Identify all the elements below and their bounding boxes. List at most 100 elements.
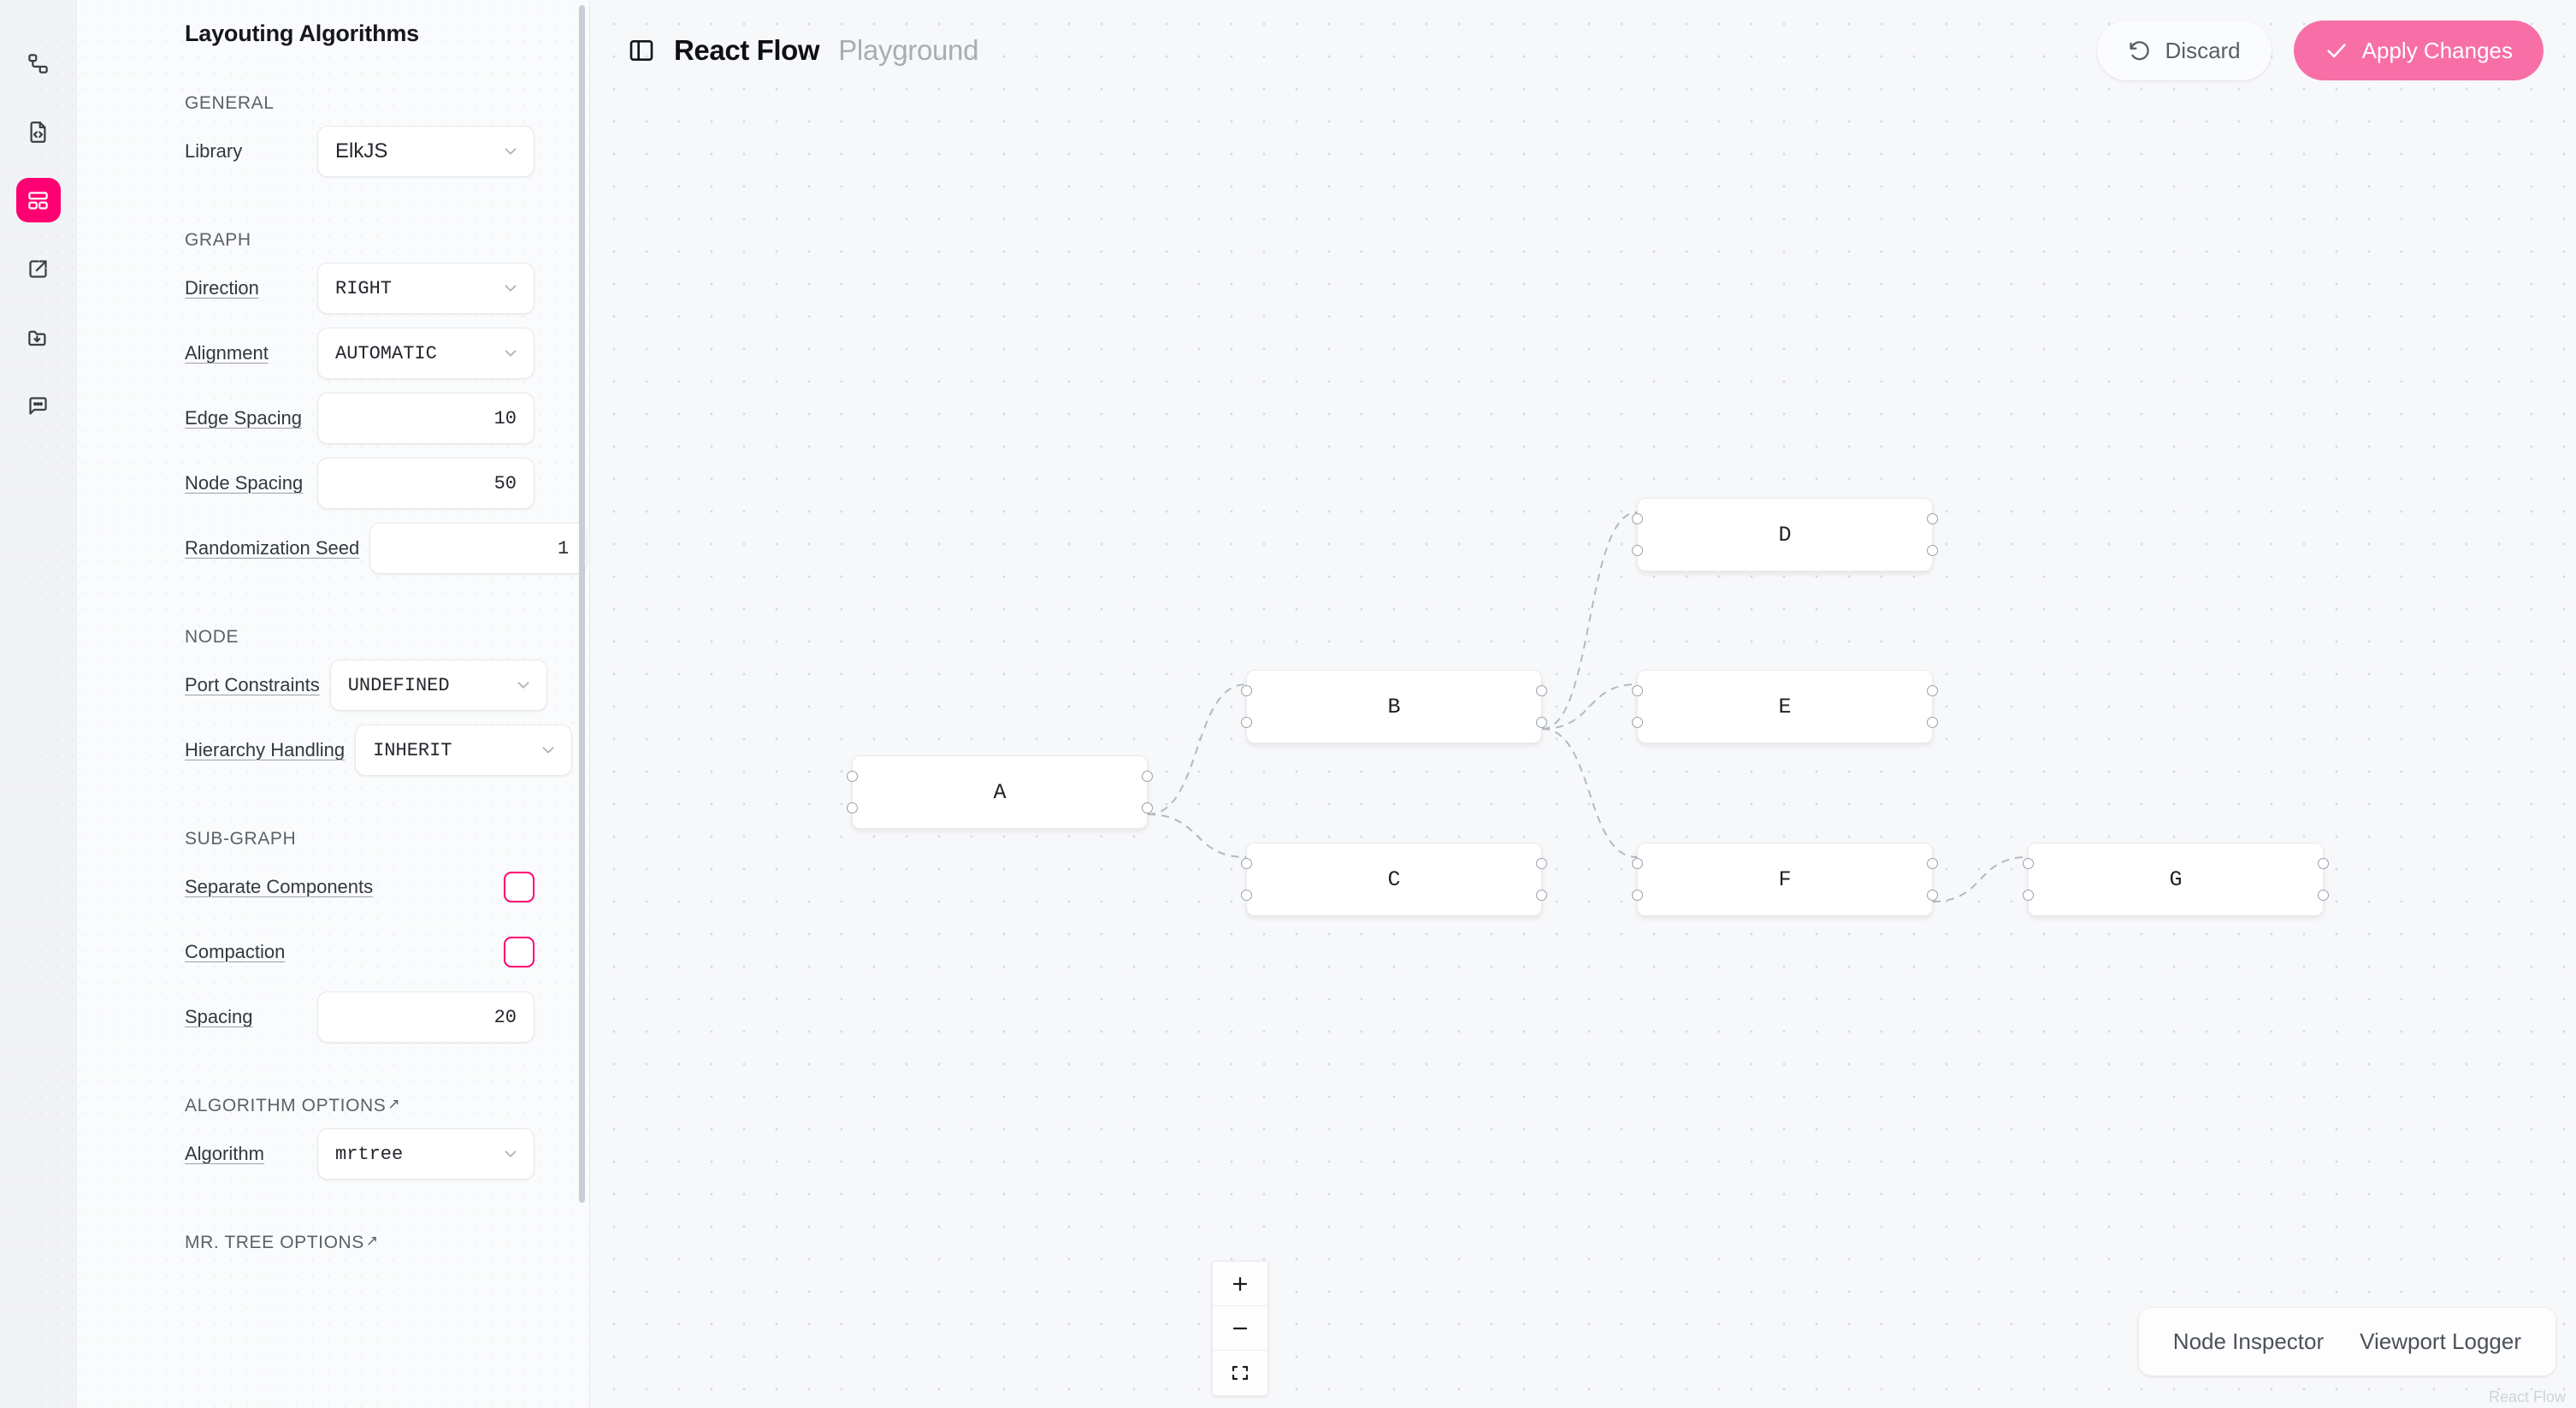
- node-inspector-toggle[interactable]: Node Inspector: [2172, 1328, 2325, 1354]
- select-hierarchy-handling[interactable]: INHERIT: [355, 725, 573, 776]
- graph-edge-b-f[interactable]: [1541, 728, 1638, 858]
- node-handle[interactable]: [1927, 513, 1938, 524]
- field-row-separate-components: Separate Components: [185, 855, 535, 920]
- field-label-separate-components: Separate Components: [185, 876, 374, 897]
- node-handle[interactable]: [1632, 890, 1643, 901]
- rail-item-workflow[interactable]: [16, 41, 61, 86]
- graph-node-label: F: [1778, 867, 1792, 892]
- node-handle[interactable]: [2318, 890, 2329, 901]
- graph-node-f[interactable]: F: [1632, 843, 1938, 916]
- node-handle[interactable]: [1241, 717, 1252, 728]
- node-handle[interactable]: [847, 802, 858, 813]
- undo-icon: [2128, 38, 2152, 62]
- rail-item-download[interactable]: [16, 315, 61, 359]
- node-handle[interactable]: [1241, 858, 1252, 869]
- graph-node-a[interactable]: A: [847, 755, 1153, 829]
- layout-panels-icon: [27, 189, 50, 212]
- node-handle[interactable]: [1632, 545, 1643, 556]
- field-label-alignment: Alignment: [185, 342, 269, 364]
- workflow-icon: [27, 52, 50, 75]
- node-handle[interactable]: [1536, 890, 1547, 901]
- graph-node-e[interactable]: E: [1632, 670, 1938, 743]
- panel-toggle-icon[interactable]: [628, 37, 655, 64]
- input-node-spacing[interactable]: 50: [317, 458, 535, 509]
- node-handle[interactable]: [1632, 858, 1643, 869]
- viewport-logger-toggle[interactable]: Viewport Logger: [2360, 1328, 2521, 1354]
- attribution[interactable]: React Flow: [2488, 1388, 2566, 1405]
- select-direction[interactable]: RIGHT: [317, 263, 535, 314]
- graph-edge-a-c[interactable]: [1147, 813, 1247, 858]
- external-link-arrow-icon: ↗: [365, 1233, 379, 1249]
- rail-item-layout[interactable]: [15, 178, 61, 222]
- node-handle[interactable]: [2318, 858, 2329, 869]
- icon-rail: [0, 0, 77, 1408]
- checkbox-separate-components[interactable]: [504, 872, 535, 902]
- field-label-algorithm: Algorithm: [185, 1143, 264, 1164]
- chevron-down-icon: [501, 1145, 520, 1163]
- node-handle[interactable]: [1632, 513, 1643, 524]
- graph-node-g[interactable]: G: [2023, 843, 2329, 916]
- graph-edge-b-d[interactable]: [1541, 512, 1638, 730]
- select-value-direction: RIGHT: [335, 277, 393, 299]
- external-link-arrow-icon: ↗: [387, 1096, 401, 1112]
- discard-button[interactable]: Discard: [2096, 21, 2272, 80]
- node-handle[interactable]: [1927, 717, 1938, 728]
- node-handle[interactable]: [1142, 802, 1153, 813]
- input-edge-spacing[interactable]: 10: [317, 393, 535, 444]
- node-handle[interactable]: [2023, 890, 2034, 901]
- node-handle[interactable]: [1632, 685, 1643, 696]
- node-handle[interactable]: [1632, 717, 1643, 728]
- node-handle[interactable]: [1536, 858, 1547, 869]
- section-heading-mr-tree-options[interactable]: MR. TREE OPTIONS↗: [185, 1233, 535, 1253]
- select-alignment[interactable]: AUTOMATIC: [317, 328, 535, 379]
- file-code-icon: [27, 121, 50, 144]
- node-handle[interactable]: [1142, 771, 1153, 782]
- checkbox-compaction[interactable]: [504, 937, 535, 967]
- chevron-down-icon: [514, 676, 533, 695]
- node-handle[interactable]: [1927, 890, 1938, 901]
- rail-item-code[interactable]: [16, 109, 61, 154]
- node-handle[interactable]: [1927, 685, 1938, 696]
- zoom-in-button[interactable]: [1213, 1262, 1267, 1306]
- node-handle[interactable]: [1927, 858, 1938, 869]
- field-row-spacing: Spacing 20: [185, 985, 535, 1050]
- dev-tools-panel: Node Inspector Viewport Logger: [2138, 1308, 2555, 1375]
- field-label-spacing: Spacing: [185, 1006, 253, 1027]
- external-link-icon: [27, 257, 50, 281]
- node-handle[interactable]: [1927, 545, 1938, 556]
- node-handle[interactable]: [1536, 685, 1547, 696]
- field-label-direction: Direction: [185, 277, 259, 299]
- graph-node-d[interactable]: D: [1632, 498, 1938, 571]
- node-handle[interactable]: [2023, 858, 2034, 869]
- select-library[interactable]: ElkJS: [317, 126, 535, 177]
- chevron-down-icon: [539, 741, 558, 760]
- graph-edge-b-e[interactable]: [1541, 683, 1638, 730]
- node-handle[interactable]: [1241, 890, 1252, 901]
- graph-viewport[interactable]: A B C D E F G: [590, 0, 2576, 1408]
- rail-item-comments[interactable]: [16, 383, 61, 428]
- node-handle[interactable]: [1241, 685, 1252, 696]
- graph-node-b[interactable]: B: [1241, 670, 1547, 743]
- select-value-library: ElkJS: [335, 139, 388, 163]
- input-randomization-seed[interactable]: 1: [369, 523, 588, 574]
- graph-edge-f-g[interactable]: [1932, 856, 2029, 902]
- zoom-out-button[interactable]: [1213, 1306, 1267, 1351]
- select-algorithm[interactable]: mrtree: [317, 1128, 535, 1180]
- rail-item-open-external[interactable]: [16, 246, 61, 291]
- fit-view-button[interactable]: [1213, 1351, 1267, 1395]
- section-heading-algorithm-options[interactable]: ALGORITHM OPTIONS↗: [185, 1096, 535, 1116]
- node-handle[interactable]: [1536, 717, 1547, 728]
- node-handle[interactable]: [847, 771, 858, 782]
- select-value-algorithm: mrtree: [335, 1143, 404, 1165]
- flow-canvas[interactable]: React Flow Playground Discard: [590, 0, 2576, 1408]
- apply-changes-button[interactable]: Apply Changes: [2293, 21, 2544, 80]
- graph-edge-a-b[interactable]: [1147, 683, 1247, 815]
- field-row-algorithm: Algorithm mrtree: [185, 1121, 535, 1186]
- graph-node-c[interactable]: C: [1241, 843, 1547, 916]
- graph-node-label: C: [1387, 867, 1401, 892]
- input-spacing[interactable]: 20: [317, 991, 535, 1043]
- select-port-constraints[interactable]: UNDEFINED: [329, 660, 547, 711]
- panel-scrollbar[interactable]: [579, 5, 585, 1203]
